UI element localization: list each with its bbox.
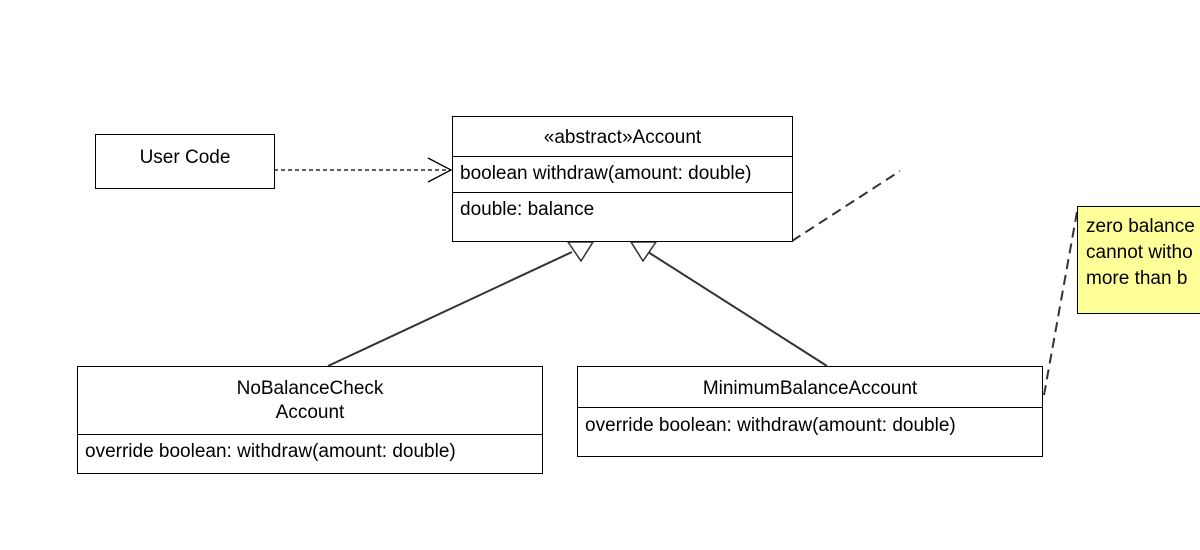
generalization-line-left — [327, 251, 573, 367]
minimum-balance-account-name: MinimumBalanceAccount — [702, 378, 918, 399]
no-balance-check-account-class[interactable]: NoBalanceCheck Account override boolean:… — [77, 366, 543, 474]
account-stereotype: «abstract» — [543, 127, 633, 148]
no-balance-check-name-line2: Account — [275, 402, 345, 423]
generalization-arrowhead-left — [566, 241, 595, 263]
no-balance-check-name-line1: NoBalanceCheck — [236, 378, 384, 399]
generalization-line-right — [647, 251, 828, 367]
user-code-label: User Code — [139, 147, 231, 168]
account-class[interactable]: «abstract»Account boolean withdraw(amoun… — [452, 116, 793, 242]
no-balance-check-account-header: NoBalanceCheck Account — [78, 367, 542, 435]
generalization-arrowhead-right — [629, 241, 658, 263]
note-line1: zero balance — [1086, 216, 1195, 237]
account-class-header: «abstract»Account — [453, 117, 792, 157]
minimum-balance-account-class[interactable]: MinimumBalanceAccount override boolean: … — [577, 366, 1043, 457]
note-anchor-account — [791, 170, 901, 242]
no-balance-check-method: override boolean: withdraw(amount: doubl… — [85, 441, 456, 462]
dependency-arrowhead — [427, 157, 453, 183]
minimum-balance-method: override boolean: withdraw(amount: doubl… — [585, 415, 956, 436]
account-class-name: Account — [632, 127, 702, 148]
balance-note[interactable]: zero balance cannot witho more than b — [1077, 206, 1200, 314]
account-method: boolean withdraw(amount: double) — [453, 157, 792, 193]
note-line3: more than b — [1086, 268, 1188, 289]
user-code-box[interactable]: User Code — [95, 134, 275, 189]
note-line2: cannot witho — [1086, 242, 1193, 263]
note-anchor-minimum-balance — [1043, 211, 1078, 396]
account-attribute: double: balance — [460, 199, 595, 220]
minimum-balance-account-header: MinimumBalanceAccount — [578, 367, 1042, 408]
